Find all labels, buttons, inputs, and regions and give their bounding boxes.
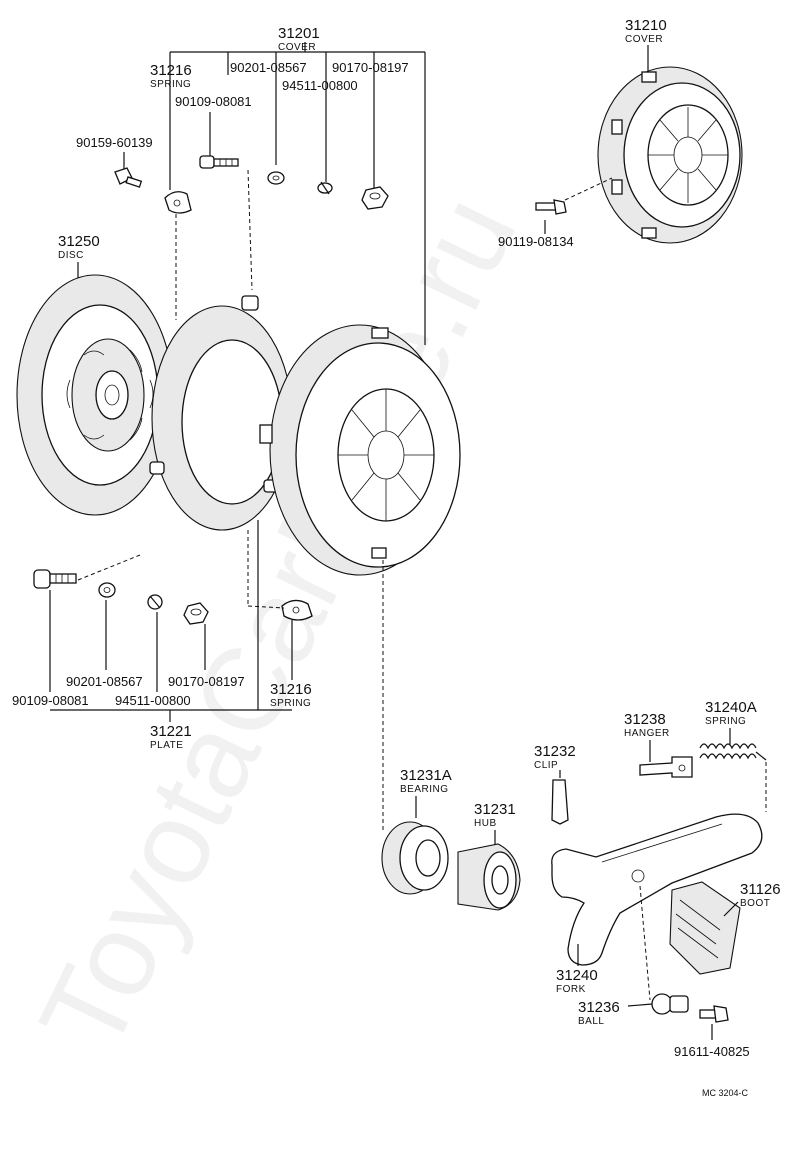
spring-clip-top xyxy=(164,191,192,214)
bolt-bot xyxy=(33,569,77,589)
spring-fork-number: 31240A xyxy=(705,699,757,716)
washer-bot xyxy=(98,582,116,598)
lockwasher-bot xyxy=(147,594,163,610)
plate-group-bracket xyxy=(49,520,293,722)
lockwasher-top xyxy=(317,181,333,195)
lockwasher-top-number: 94511-00800 xyxy=(282,78,358,93)
hanger xyxy=(639,756,693,778)
bolt-31210 xyxy=(535,199,567,215)
lockwasher-bot-number: 94511-00800 xyxy=(115,693,191,708)
fork-name: FORK xyxy=(556,984,586,995)
bearing-name: BEARING xyxy=(400,784,449,795)
release-fork xyxy=(551,813,763,966)
spring-top-name: SPRING xyxy=(150,79,191,90)
drawing-code: MC 3204-C xyxy=(702,1088,749,1098)
fork-spring xyxy=(699,743,767,761)
pressure-plate xyxy=(149,295,293,531)
clutch-disc xyxy=(16,274,174,516)
spring-fork-name: SPRING xyxy=(705,716,746,727)
pivot-ball xyxy=(651,993,689,1015)
boot-number: 31126 xyxy=(740,881,781,898)
bearing-number: 31231A xyxy=(400,767,452,784)
cover-31210-name: COVER xyxy=(625,34,663,45)
cover-31210 xyxy=(597,66,743,244)
spring-bot-number: 31216 xyxy=(270,681,312,698)
disc-name: DISC xyxy=(58,250,84,261)
cover-group-name: COVER xyxy=(278,42,316,53)
plate-group-name: PLATE xyxy=(150,740,183,751)
cover-31210-number: 31210 xyxy=(625,17,667,34)
washer-top-number: 90201-08567 xyxy=(230,60,307,75)
cover-group-bracket xyxy=(169,42,426,345)
bolt-small-number: 90159-60139 xyxy=(76,135,153,150)
cover-assembly xyxy=(259,324,461,576)
hanger-name: HANGER xyxy=(624,728,670,739)
boot-name: BOOT xyxy=(740,898,770,909)
cover-group-number: 31201 xyxy=(278,25,320,42)
clip xyxy=(551,779,569,825)
disc-number: 31250 xyxy=(58,233,100,250)
bolt-ball-number: 91611-40825 xyxy=(674,1044,750,1059)
washer-bot-number: 90201-08567 xyxy=(66,674,143,689)
hub-number: 31231 xyxy=(474,801,516,818)
bolt-top xyxy=(199,155,239,169)
bolt-top-number: 90109-08081 xyxy=(175,94,252,109)
bolt-31210-number: 90119-08134 xyxy=(498,234,574,249)
hub-name: HUB xyxy=(474,818,497,829)
release-hub xyxy=(457,843,521,911)
clip-name: CLIP xyxy=(534,760,558,771)
nut-top xyxy=(361,186,389,210)
bolt-ball xyxy=(699,1005,729,1023)
bolt-small xyxy=(114,152,143,188)
ball-name: BALL xyxy=(578,1016,604,1027)
washer-top xyxy=(267,171,285,185)
release-bearing xyxy=(381,821,449,895)
nut-bot-number: 90170-08197 xyxy=(168,674,245,689)
plate-group-number: 31221 xyxy=(150,723,192,740)
ball-number: 31236 xyxy=(578,999,620,1016)
boot xyxy=(669,881,741,975)
spring-bot-name: SPRING xyxy=(270,698,311,709)
clip-number: 31232 xyxy=(534,743,576,760)
spring-clip-bot xyxy=(281,599,313,621)
hanger-number: 31238 xyxy=(624,711,666,728)
bolt-bot-number: 90109-08081 xyxy=(12,693,89,708)
nut-top-number: 90170-08197 xyxy=(332,60,409,75)
spring-top-number: 31216 xyxy=(150,62,192,79)
fork-number: 31240 xyxy=(556,967,598,984)
nut-bot xyxy=(183,602,209,625)
